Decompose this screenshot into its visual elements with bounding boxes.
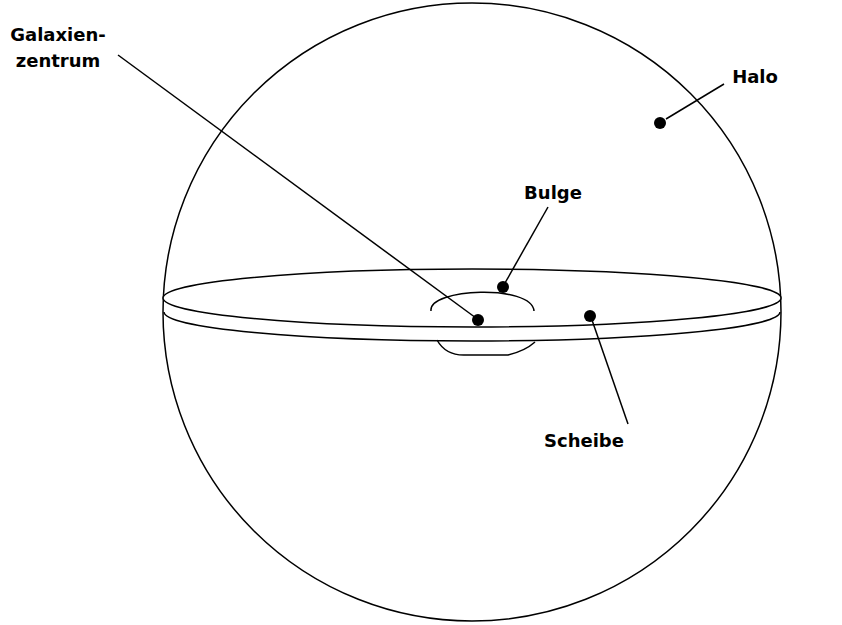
leader-line xyxy=(505,207,548,283)
marker-dot xyxy=(584,310,596,322)
leader-line xyxy=(666,84,724,119)
marker-dot xyxy=(472,314,484,326)
part-label: Scheibe xyxy=(544,428,624,454)
bulge-upper xyxy=(431,292,534,311)
part-label: Bulge xyxy=(524,180,582,206)
leader-line xyxy=(592,320,628,424)
halo-sphere xyxy=(163,3,781,621)
marker-dot xyxy=(654,117,666,129)
leader-line xyxy=(118,55,476,318)
bulge-lower xyxy=(437,340,535,355)
part-label: Halo xyxy=(732,64,778,90)
galaxy-disk xyxy=(163,269,781,327)
part-label: Galaxien- zentrum xyxy=(10,22,106,74)
marker-dot xyxy=(497,281,509,293)
